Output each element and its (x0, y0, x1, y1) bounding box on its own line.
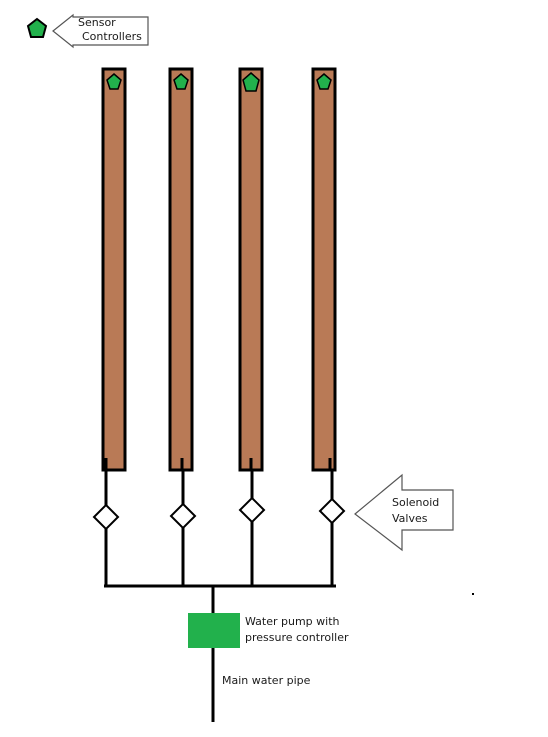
solenoid-label-line1: Solenoid (392, 496, 439, 509)
sensor-callout-arrow (52, 13, 149, 49)
sensor-controller-4 (316, 73, 332, 90)
soil-column-4 (311, 67, 337, 472)
sensor-label-line1: Sensor (78, 16, 116, 29)
solenoid-valve-4 (318, 497, 346, 525)
main-pipe-label: Main water pipe (222, 674, 311, 687)
sensor-controller-1 (106, 73, 122, 90)
soil-column-3 (238, 67, 264, 472)
sensor-label-line2: Controllers (82, 30, 142, 43)
sensor-controller-2 (173, 73, 189, 90)
solenoid-valve-2 (169, 502, 197, 530)
solenoid-valve-1 (92, 503, 120, 531)
soil-column-2 (168, 67, 194, 472)
solenoid-valve-3 (238, 496, 266, 524)
solenoid-callout-arrow (354, 473, 454, 552)
legend-sensor-icon (26, 17, 48, 38)
pump-label-line2: pressure controller (245, 631, 349, 644)
pump-label-line1: Water pump with (245, 615, 340, 628)
water-pump (188, 613, 240, 648)
solenoid-label-line2: Valves (392, 512, 428, 525)
soil-column-1 (101, 67, 127, 472)
sensor-controller-3 (242, 72, 260, 92)
stray-dot (472, 593, 474, 595)
